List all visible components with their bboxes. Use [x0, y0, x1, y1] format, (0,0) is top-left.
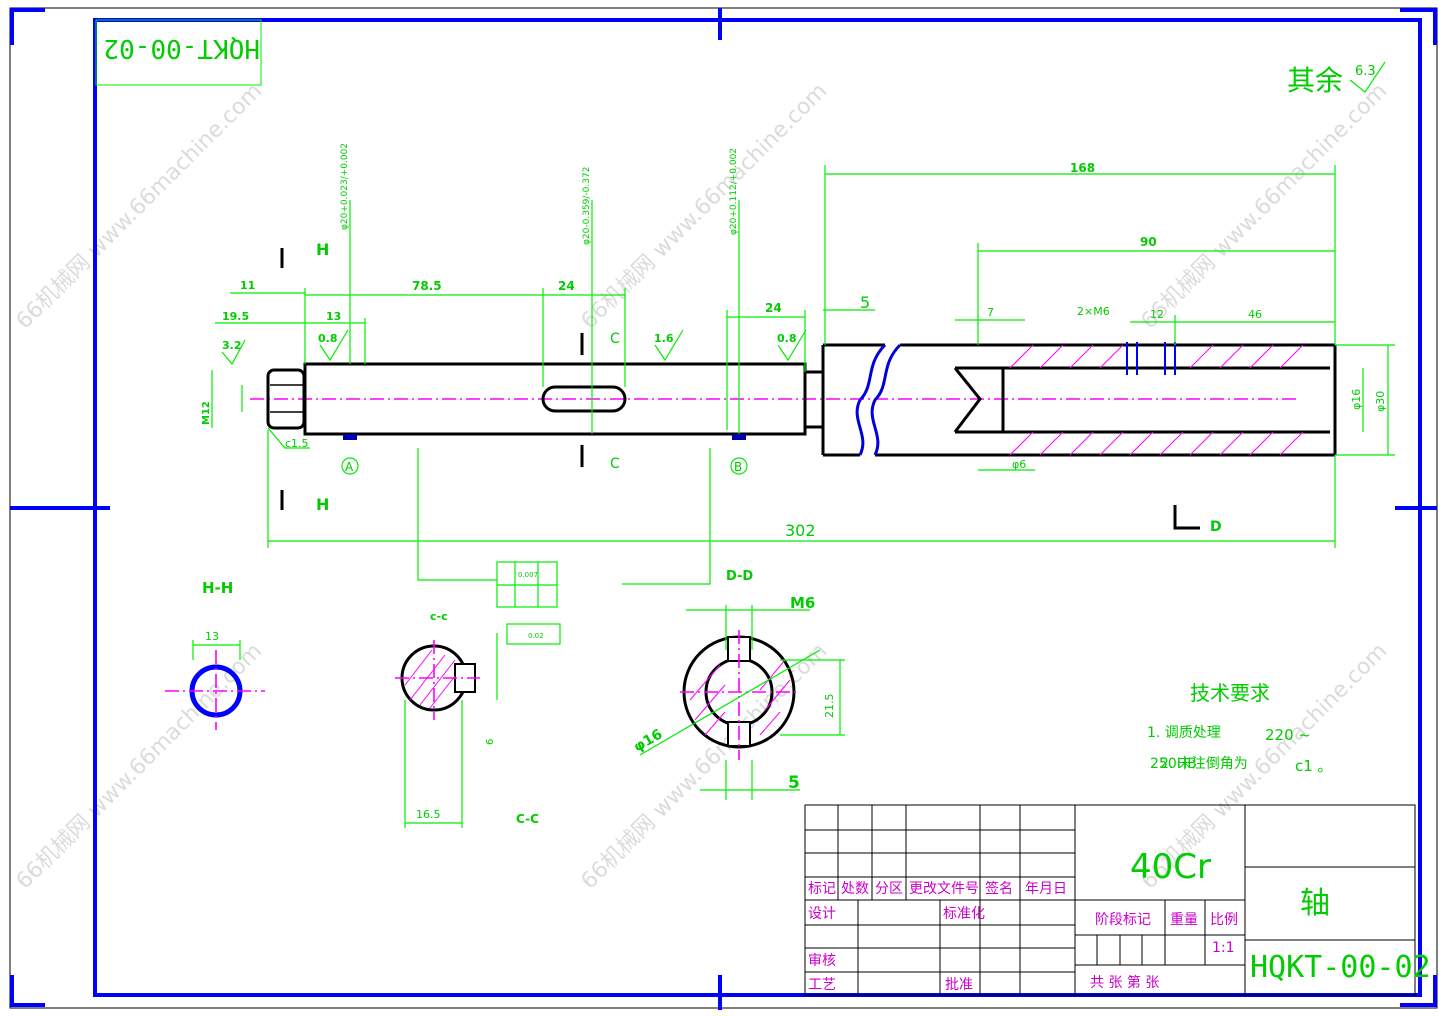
shaft-main-view: A B [250, 342, 1337, 475]
code-top: HQKT-00-02 [103, 33, 260, 63]
section-c-bottom: C [610, 456, 620, 472]
section-hatch [1009, 344, 1304, 456]
tb-material: 40Cr [1130, 847, 1211, 887]
section-c-top: C [610, 331, 620, 347]
cc-dim-16-5: 16.5 [416, 808, 441, 821]
dd-dim-m6: M6 [790, 594, 815, 612]
hh-dim-13: 13 [205, 630, 219, 643]
dim-phi6: φ6 [1012, 458, 1026, 471]
tol-0-02: 0.02 [528, 632, 544, 640]
dim-7: 7 [987, 306, 994, 319]
dim-302: 302 [785, 521, 816, 540]
tech-item1: 1. 调质处理 [1147, 725, 1221, 741]
dim-11: 11 [240, 279, 255, 292]
watermark-4: 66机械网 www.66machine.com [12, 639, 268, 895]
section-h-bottom: H [316, 495, 329, 514]
tech-title: 技术要求 [1190, 681, 1270, 705]
roughness-note-label: 其余 [1287, 64, 1343, 97]
tech-item2-prefix: 250HB [1150, 756, 1197, 772]
tech-item2: 2. 未注倒角为 [1160, 756, 1248, 772]
dim-m12: M12 [201, 401, 212, 425]
dim-5: 5 [860, 293, 870, 312]
tb-code: HQKT-00-02 [1250, 950, 1431, 985]
tb-stage-mark: 阶段标记 [1095, 912, 1151, 928]
dim-24-right: 24 [765, 301, 782, 315]
dim-13: 13 [326, 310, 341, 323]
dim-c15: c1.5 [285, 437, 309, 450]
section-markers: H H C C D [280, 240, 1222, 535]
dim-phi20-b: φ20-0.359/-0.372 [582, 167, 592, 245]
dim-phi20-a: φ20+0.023/+0.002 [340, 143, 350, 230]
dim-46: 46 [1248, 308, 1262, 321]
dd-dim-phi16: φ16 [631, 726, 665, 755]
dim-168: 168 [1070, 161, 1095, 175]
rough-1-6: 1.6 [654, 332, 674, 345]
corner-marks [10, 8, 1437, 1010]
datum-a: A [345, 460, 354, 474]
section-hh-label: H-H [202, 579, 233, 597]
section-cc: c-c 16.5 6 0.02 C-C [395, 610, 561, 828]
dd-dim-21-5: 21.5 [823, 694, 836, 719]
dim-phi16: φ16 [1350, 389, 1363, 410]
internal-bore [953, 366, 1330, 434]
tb-process: 工艺 [808, 977, 836, 993]
tb-approve: 批准 [945, 977, 973, 993]
tb-sheets: 共 张 第 张 [1090, 974, 1159, 991]
large-section [821, 343, 1337, 457]
tb-zone: 分区 [875, 881, 903, 897]
section-d: D [1210, 519, 1222, 535]
watermark-3: 66机械网 www.66machine.com [1137, 79, 1393, 335]
section-dd: D-D φ16 M6 5 21.5 [631, 569, 845, 800]
rough-3-2: 3.2 [222, 339, 242, 352]
section-cc-bottom-label: C-C [516, 812, 539, 826]
tb-count: 处数 [841, 881, 869, 897]
code-top-box: HQKT-00-02 [95, 19, 262, 86]
tb-standard: 标准化 [943, 906, 985, 922]
title-block: 标记 处数 分区 更改文件号 签名 年月日 设计 标准化 审核 工艺 批准 阶段… [804, 804, 1431, 996]
section-cc-top-label: c-c [430, 610, 448, 623]
dim-19-5: 19.5 [222, 310, 249, 323]
tb-part-name: 轴 [1300, 886, 1330, 921]
roughness-note: 其余 6.3 [1287, 61, 1386, 97]
dim-phi20-c: φ20+0.112/+0.002 [729, 148, 739, 235]
dim-78-5: 78.5 [412, 279, 442, 293]
dim-2xm6: 2×M6 [1077, 305, 1110, 318]
tb-scale: 1:1 [1212, 940, 1235, 956]
tb-doc-no: 更改文件号 [909, 881, 979, 897]
tb-review: 审核 [808, 953, 836, 969]
dim-phi30: φ30 [1374, 391, 1387, 412]
section-hh: H-H 13 [165, 579, 265, 730]
tb-design: 设计 [808, 906, 836, 922]
dd-dim-5: 5 [788, 773, 800, 793]
tb-mark: 标记 [808, 881, 836, 897]
section-dd-label: D-D [726, 569, 753, 584]
tech-requirements: 技术要求 1. 调质处理 220 ~ 250HB 2. 未注倒角为 c1 。 [1147, 681, 1333, 775]
tol-0-007: 0.007 [518, 571, 538, 579]
rough-0-8-a: 0.8 [318, 332, 338, 345]
dim-12: 12 [1150, 308, 1164, 321]
tb-sign: 签名 [985, 880, 1013, 897]
watermark-5: 66机械网 www.66machine.com [577, 639, 833, 895]
dim-90: 90 [1140, 235, 1157, 249]
tb-weight: 重量 [1170, 912, 1198, 928]
watermark-2: 66机械网 www.66machine.com [577, 79, 833, 335]
tech-item1-value: 220 ~ [1265, 726, 1311, 744]
datum-b: B [734, 460, 742, 474]
cc-dim-6: 6 [485, 739, 496, 745]
tb-ratio: 比例 [1210, 912, 1238, 928]
roughness-note-value: 6.3 [1355, 64, 1376, 79]
keyway [541, 385, 627, 413]
outer-frame [9, 7, 1438, 1009]
dimensions: 302 168 90 78.5 24 24 11 19.5 13 5 7 12 … [201, 143, 1395, 608]
rough-0-8-b: 0.8 [777, 332, 797, 345]
watermark-1: 66机械网 www.66machine.com [12, 79, 268, 335]
tech-item2-value: c1 。 [1295, 757, 1333, 775]
section-h-top: H [316, 240, 329, 259]
dim-24-keyway: 24 [558, 279, 575, 293]
threaded-holes [1126, 342, 1176, 375]
tb-date: 年月日 [1025, 881, 1067, 897]
